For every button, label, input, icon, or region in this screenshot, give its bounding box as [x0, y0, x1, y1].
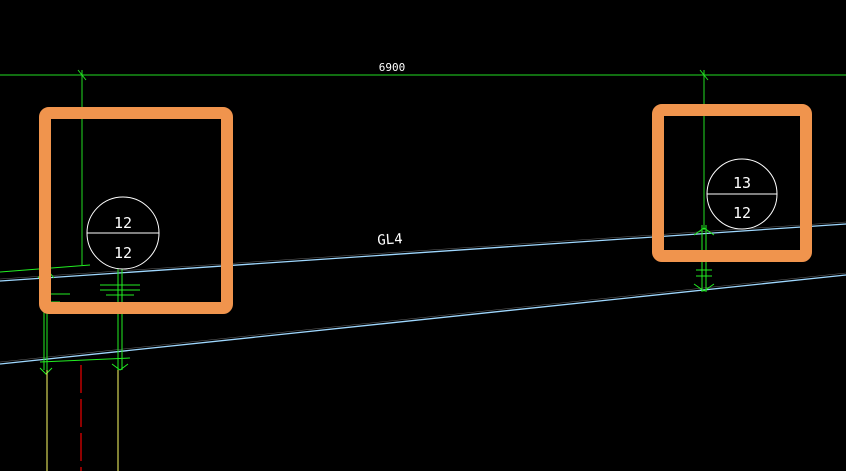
axis-bubble-12: 12 12 [86, 196, 160, 270]
axis-bubble-13-bottom: 12 [733, 204, 751, 222]
beam-top-edge-inner [0, 221, 846, 280]
beam-top-edge [0, 223, 846, 282]
column-right-node-bottom [693, 283, 715, 292]
axis-bubble-12-top: 12 [114, 214, 132, 232]
beam-label: GL4 [377, 231, 403, 249]
column-left-node-3 [111, 363, 129, 371]
beam-bottom-edge [0, 274, 846, 365]
dimension-label: 6900 [379, 61, 406, 74]
column-right-node-top [693, 227, 715, 236]
highlight-box-right [652, 104, 812, 262]
column-left-link-2 [39, 357, 131, 363]
axis-bubble-12-bottom: 12 [114, 244, 132, 262]
dimension-line-group: 6900 [0, 61, 846, 81]
axis-bubble-13: 13 12 [706, 158, 778, 230]
column-left-node-2 [39, 367, 53, 375]
highlight-box-left [39, 107, 233, 314]
beam-bottom-edge-inner [0, 272, 846, 363]
axis-bubble-13-top: 13 [733, 174, 751, 192]
